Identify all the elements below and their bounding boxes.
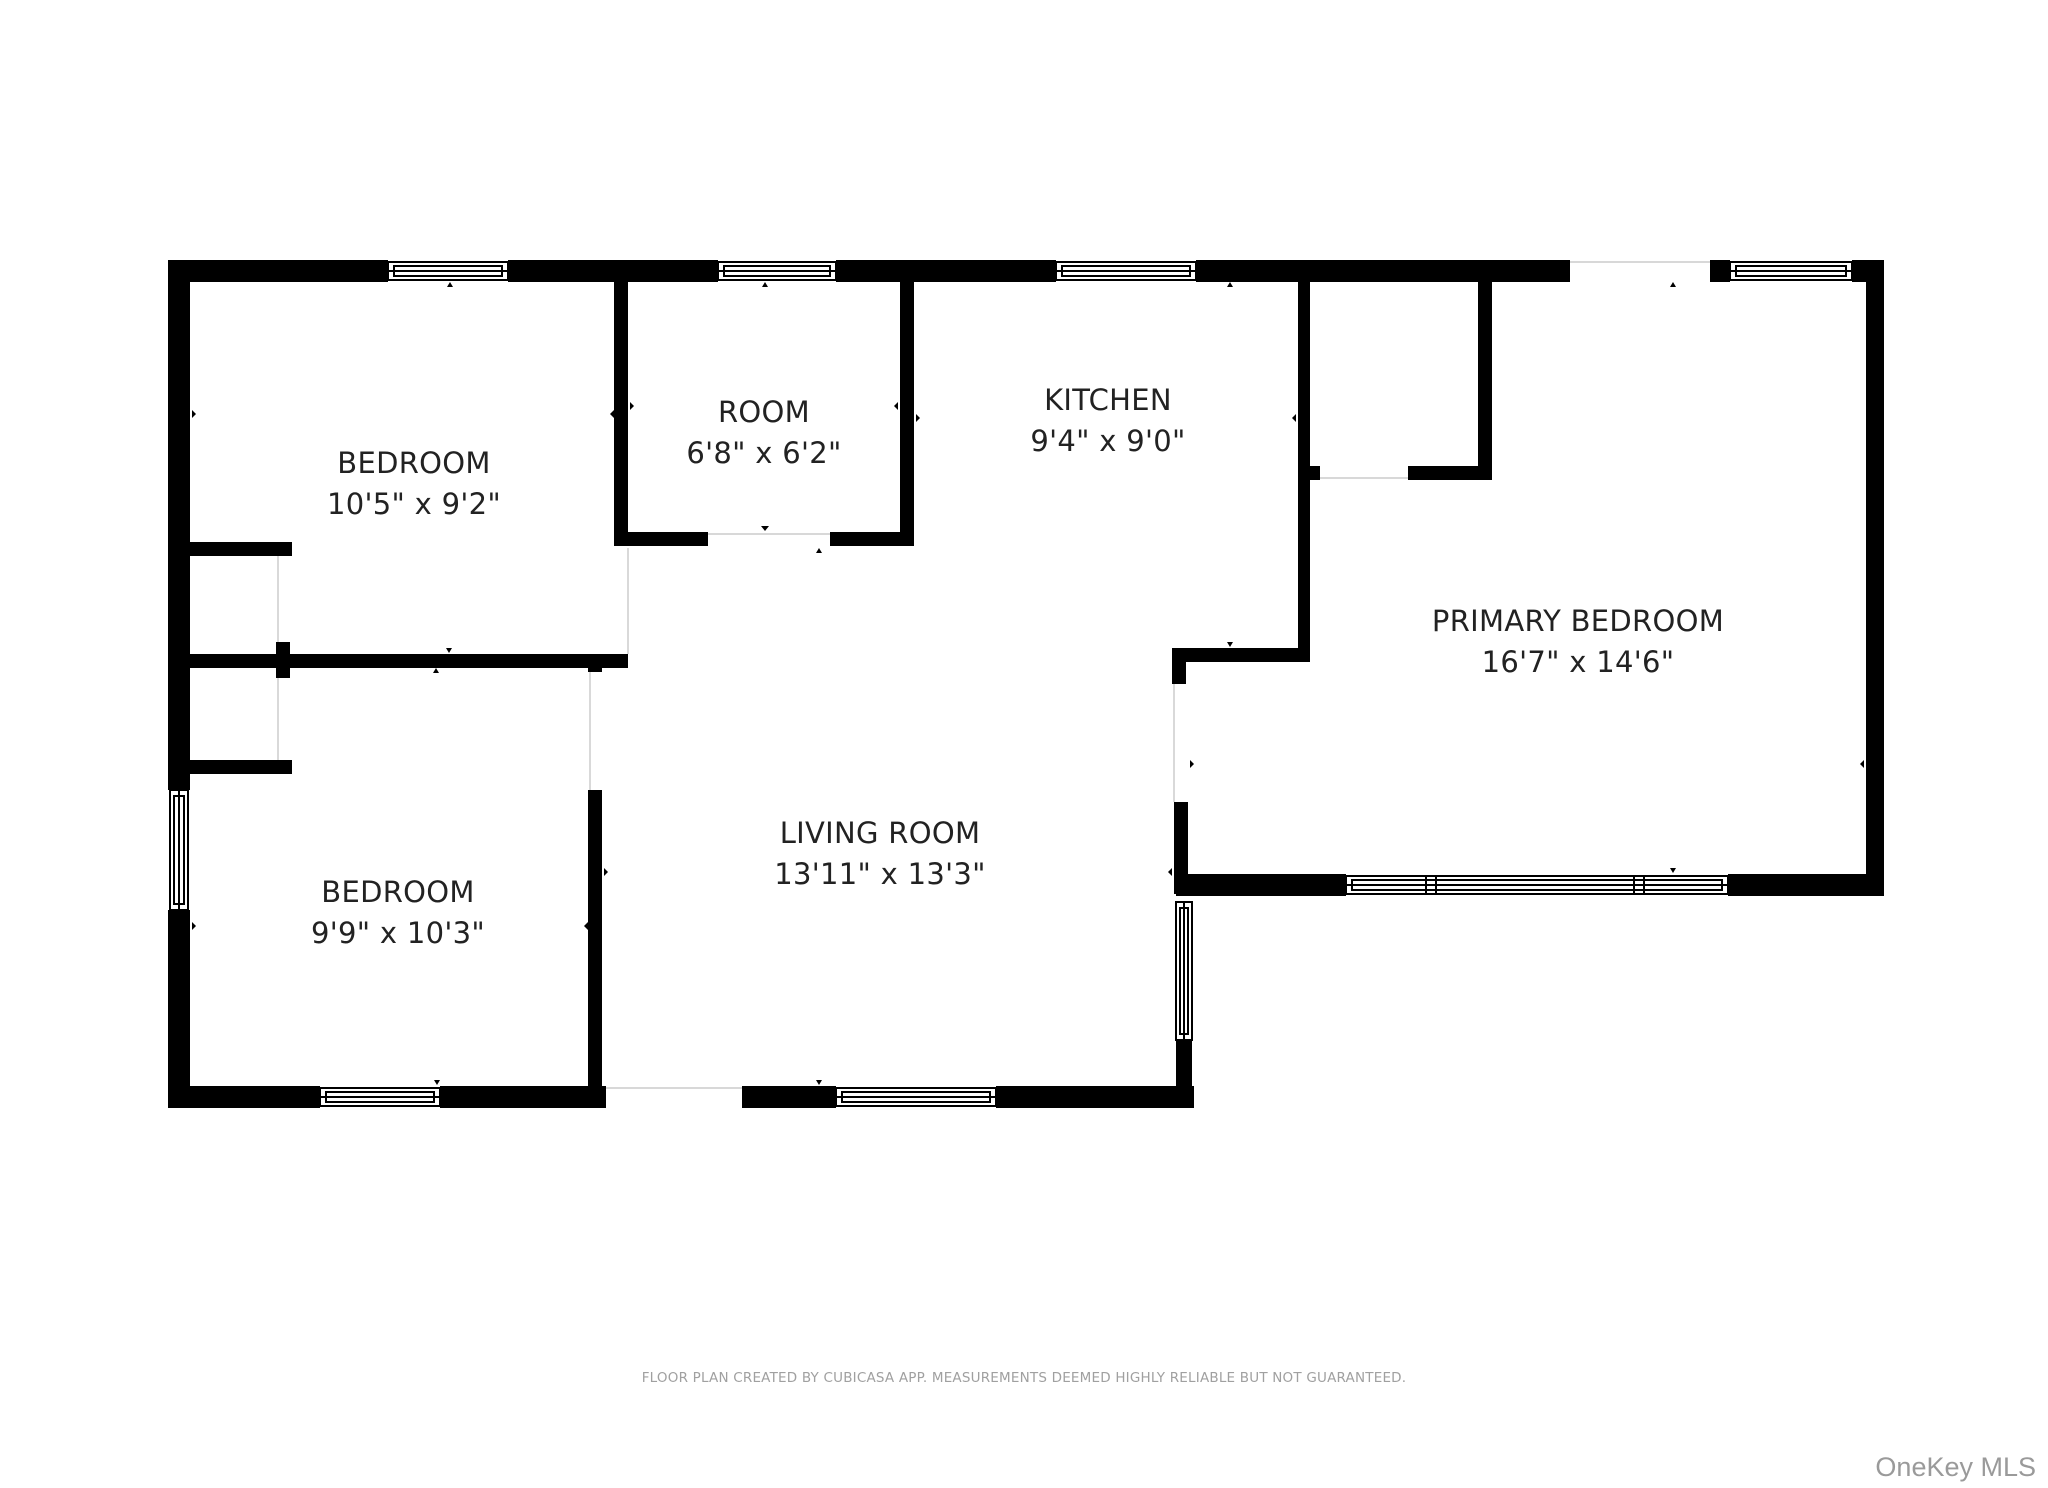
wall-bottom-3	[742, 1086, 836, 1108]
room-size-bedroom-2: 9'9" x 10'3"	[311, 916, 485, 950]
floor-plan-disclaimer: FLOOR PLAN CREATED BY CUBICASA APP. MEAS…	[641, 1370, 1407, 1386]
wall-closet-divider	[276, 642, 290, 678]
wall-bottom-4	[996, 1086, 1194, 1108]
room-name-room: ROOM	[718, 395, 810, 429]
wall-left-lower	[168, 910, 190, 1108]
windows	[169, 261, 1853, 1107]
wall-top-4	[1196, 260, 1570, 282]
wall-closet-left-stub	[1298, 466, 1320, 480]
wall-bed1-bottom	[168, 654, 628, 668]
window-primary-top	[1729, 261, 1853, 281]
wall-bottom-2	[440, 1086, 606, 1108]
brand-watermark: OneKey MLS	[1875, 1452, 2036, 1482]
wall-closet1-top	[168, 542, 292, 556]
window-primary-bottom	[1345, 875, 1729, 895]
wall-primary-bottom-1	[1176, 874, 1346, 896]
room-name-bedroom-1: BEDROOM	[337, 446, 490, 480]
room-size-kitchen: 9'4" x 9'0"	[1030, 424, 1185, 458]
room-name-kitchen: KITCHEN	[1044, 383, 1172, 417]
room-size-bedroom-1: 10'5" x 9'2"	[327, 487, 501, 521]
wall-room-right	[900, 276, 914, 546]
room-name-living-room: LIVING ROOM	[780, 816, 981, 850]
window-living-bottom	[835, 1087, 997, 1107]
room-name-bedroom-2: BEDROOM	[321, 875, 474, 909]
wall-closet2-bottom	[168, 760, 292, 774]
wall-bed2-right-top	[588, 664, 602, 672]
window-bed2-bottom	[319, 1087, 441, 1107]
wall-room-left	[614, 276, 628, 546]
room-size-living-room: 13'11" x 13'3"	[774, 857, 986, 891]
room-size-primary-bedroom: 16'7" x 14'6"	[1482, 645, 1675, 679]
wall-top-5	[1710, 260, 1730, 282]
dimension-markers	[192, 282, 1864, 1085]
wall-left-upper	[168, 260, 190, 790]
wall-bottom-1	[168, 1086, 320, 1108]
wall-right	[1866, 260, 1884, 896]
wall-living-right-1	[1174, 802, 1188, 894]
wall-room-bottom-1	[614, 532, 708, 546]
room-labels: BEDROOM 10'5" x 9'2" ROOM 6'8" x 6'2" KI…	[311, 383, 1724, 950]
wall-closet-bottom	[1408, 466, 1492, 480]
wall-kitchen-bottom	[1172, 648, 1310, 662]
window-left-wall	[169, 789, 189, 911]
wall-room-bottom-2	[830, 532, 914, 546]
wall-bed2-right	[588, 790, 602, 1108]
wall-closet-right	[1478, 276, 1492, 480]
walls	[168, 260, 1884, 1108]
wall-top-1	[168, 260, 388, 282]
wall-living-right-2	[1176, 1040, 1192, 1108]
wall-closet1-stub	[278, 542, 292, 556]
room-size-room: 6'8" x 6'2"	[686, 436, 841, 470]
window-bed1-top	[387, 261, 509, 281]
openings	[277, 261, 1710, 1089]
window-living-right	[1175, 901, 1193, 1041]
room-name-primary-bedroom: PRIMARY BEDROOM	[1432, 604, 1724, 638]
window-kitchen-top	[1055, 261, 1197, 281]
wall-top-2	[508, 260, 718, 282]
wall-top-3	[836, 260, 1056, 282]
window-room-top	[717, 261, 837, 281]
wall-primary-bottom-2	[1728, 874, 1884, 896]
